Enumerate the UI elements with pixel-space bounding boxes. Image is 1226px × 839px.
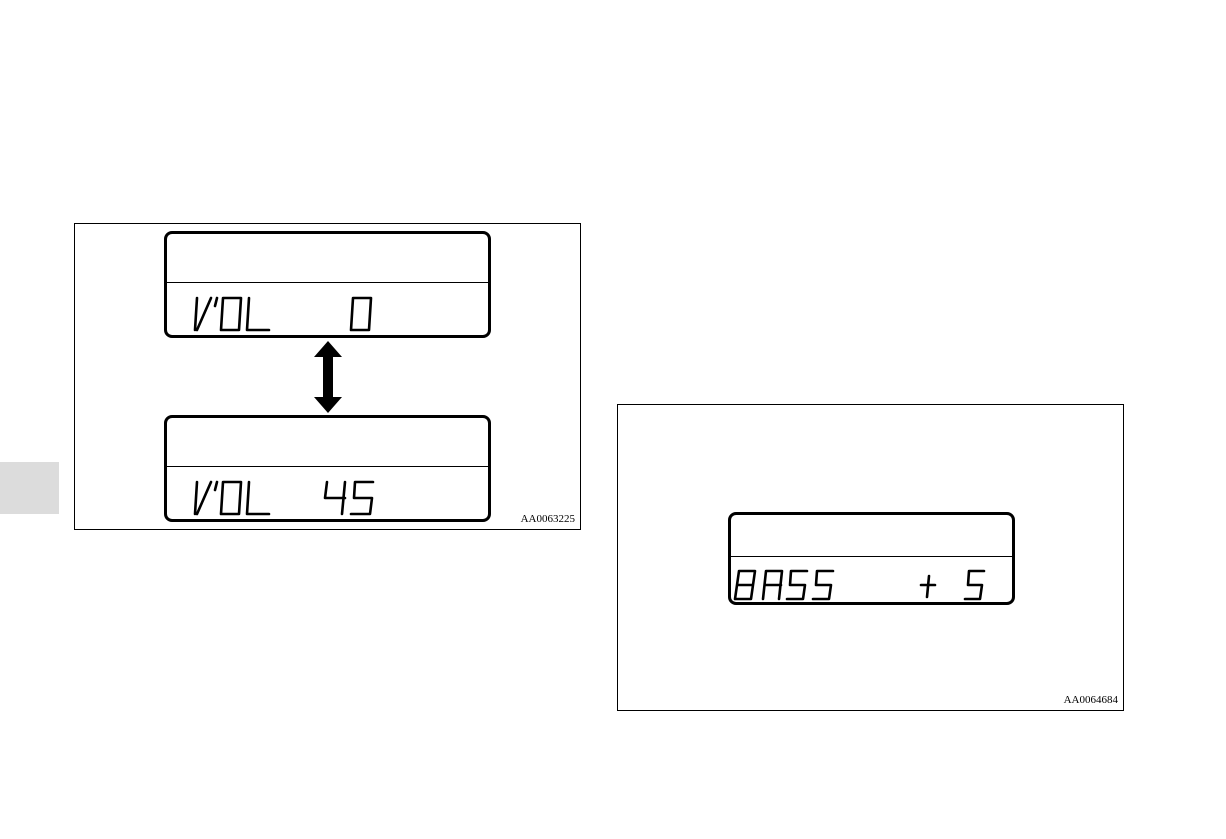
lcd-display-volume-max: VOL 45 [164, 415, 491, 522]
lcd-char-V [195, 298, 211, 330]
lcd-segment-text [167, 234, 494, 341]
volume-display-figure: VOL 0 VOL 45 AA0063225 [74, 223, 581, 530]
lcd-char-V [195, 482, 211, 514]
lcd-char-O [221, 298, 241, 330]
lcd-digit-5 [965, 571, 984, 599]
lcd-display-volume-min: VOL 0 [164, 231, 491, 338]
lcd-char-A [763, 571, 782, 599]
lcd-segment-text [167, 418, 494, 525]
figure-code: AA0064684 [1064, 695, 1118, 706]
lcd-char-B [735, 571, 755, 599]
lcd-display-bass: BASS + 5 [728, 512, 1015, 605]
lcd-digit-0 [351, 298, 371, 330]
lcd-char-L [247, 298, 269, 330]
lcd-segment-text [731, 515, 1018, 608]
lcd-digit-4 [325, 482, 345, 514]
lcd-char-S [787, 571, 807, 599]
bass-display-figure: BASS + 5 AA0064684 [617, 404, 1124, 711]
lcd-char-O [221, 482, 241, 514]
lcd-char-S [813, 571, 833, 599]
lcd-char-plus [921, 576, 935, 597]
lcd-char-apostrophe [215, 298, 217, 306]
lcd-digit-5 [351, 482, 373, 514]
lcd-char-apostrophe [215, 482, 217, 490]
chapter-side-tab [0, 462, 59, 514]
figure-code: AA0063225 [521, 514, 575, 525]
lcd-char-L [247, 482, 269, 514]
double-headed-vertical-arrow-icon [312, 339, 344, 415]
